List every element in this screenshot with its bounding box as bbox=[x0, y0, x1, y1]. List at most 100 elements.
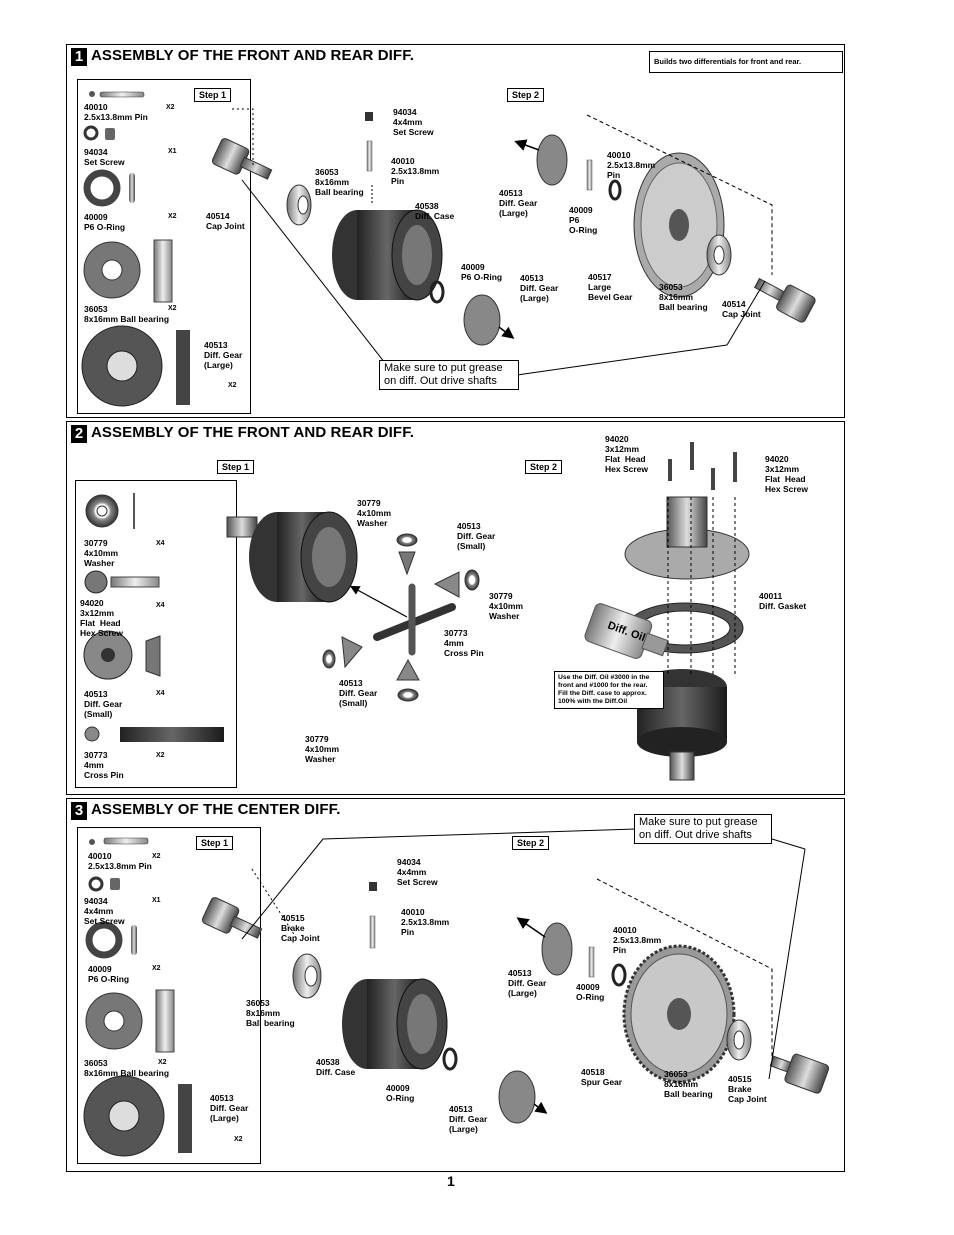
part-94034-name: 4x4mm Set Screw bbox=[84, 906, 125, 926]
callout-40514-b: 40514 Cap Joint bbox=[722, 299, 761, 319]
callout-40515-a: 40515 Brake Cap Joint bbox=[281, 913, 320, 943]
callout-30779-c: 30779 4x10mm Washer bbox=[305, 734, 340, 764]
part-40513-qty: X4 bbox=[156, 690, 165, 697]
part-40010-code: 40010 bbox=[84, 102, 108, 112]
part-40010-name: 2.5x13.8mm Pin bbox=[88, 861, 152, 871]
callout-40010-a: 40010 2.5x13.8mm Pin bbox=[391, 156, 440, 186]
part-40009-qty: X2 bbox=[152, 965, 161, 972]
part-40513-code: 40513 bbox=[204, 340, 228, 350]
section-2: 2 ASSEMBLY OF THE FRONT AND REAR DIFF. 3… bbox=[66, 421, 845, 795]
part-40009-name: P6 O-Ring bbox=[84, 222, 126, 232]
part-94034-qty: X1 bbox=[168, 148, 177, 155]
part-36053-name: 8x16mm Ball bearing bbox=[84, 314, 170, 324]
callout-40513-a: 40513 Diff. Gear (Large) bbox=[449, 1104, 488, 1134]
part-40010-code: 40010 bbox=[88, 851, 112, 861]
part-36053-code: 36053 bbox=[84, 304, 108, 314]
callout-40009-a: 40009 P6 O-Ring bbox=[461, 262, 503, 282]
part-30779-qty: X4 bbox=[156, 540, 165, 547]
callout-40513-a: 40513 Diff. Gear (Small) bbox=[457, 521, 496, 551]
part-36053-name: 8x16mm Ball bearing bbox=[84, 1068, 170, 1078]
callout-40517: 40517 Large Bevel Gear bbox=[588, 272, 633, 302]
callout-40514-a: 40514 Cap Joint bbox=[206, 211, 245, 231]
part-40513-qty: X2 bbox=[234, 1136, 243, 1143]
callout-94020-a: 94020 3x12mm Flat Head Hex Screw bbox=[605, 434, 648, 474]
part-94034-code: 94034 bbox=[84, 147, 108, 157]
callout-36053-b: 36053 8x16mm Ball bearing bbox=[659, 282, 708, 312]
callout-94034: 94034 4x4mm Set Screw bbox=[393, 107, 434, 137]
part-30773-name: 4mm Cross Pin bbox=[84, 760, 124, 780]
parts-list-box: 30779 4x10mm Washer X4 94020 3x12mm Flat… bbox=[75, 480, 237, 788]
step-2-label: Step 2 bbox=[525, 460, 563, 474]
part-40513-code: 40513 bbox=[84, 689, 108, 699]
parts-list-box: 40010 2.5x13.8mm Pin X2 94034 Set Screw … bbox=[77, 79, 251, 414]
part-36053-qty: X2 bbox=[168, 305, 177, 312]
callout-40009-b: 40009 O-Ring bbox=[576, 982, 605, 1002]
section-2-drawing: Diff. Oil bbox=[226, 442, 750, 781]
step-1-label: Step 1 bbox=[196, 836, 234, 850]
part-94020-name: 3x12mm Flat Head Hex Screw bbox=[80, 608, 123, 638]
section-3: 3 ASSEMBLY OF THE CENTER DIFF. 40010 2.5… bbox=[66, 798, 845, 1172]
part-40010-qty: X2 bbox=[152, 853, 161, 860]
part-40513-name: Diff. Gear (Large) bbox=[204, 350, 243, 370]
callout-40518: 40518 Spur Gear bbox=[581, 1067, 623, 1087]
part-40009-name: P6 O-Ring bbox=[88, 974, 130, 984]
callout-40010-a: 40010 2.5x13.8mm Pin bbox=[401, 907, 450, 937]
callout-40513-a: 40513 Diff. Gear (Large) bbox=[520, 273, 559, 303]
callout-40513-b: 40513 Diff. Gear (Large) bbox=[499, 188, 538, 218]
part-30779-name: 4x10mm Washer bbox=[84, 548, 119, 568]
part-94020-code: 94020 bbox=[80, 598, 104, 608]
part-30773-qty: X2 bbox=[156, 752, 165, 759]
section-title: ASSEMBLY OF THE CENTER DIFF. bbox=[91, 801, 341, 818]
builds-note: Builds two differentials for front and r… bbox=[649, 51, 843, 73]
callout-94020-b: 94020 3x12mm Flat Head Hex Screw bbox=[765, 454, 808, 494]
section-number: 3 bbox=[71, 802, 87, 820]
section-1-drawing bbox=[211, 108, 816, 376]
callout-36053-a: 36053 8x16mm Ball bearing bbox=[246, 998, 295, 1028]
parts-illustrations bbox=[83, 837, 192, 1157]
diff-case bbox=[332, 209, 443, 301]
callout-36053-b: 36053 8x16mm Ball bearing bbox=[664, 1069, 713, 1099]
section-title: ASSEMBLY OF THE FRONT AND REAR DIFF. bbox=[91, 424, 415, 441]
callout-30773: 30773 4mm Cross Pin bbox=[444, 628, 484, 658]
part-40009-code: 40009 bbox=[88, 964, 112, 974]
part-40010-name: 2.5x13.8mm Pin bbox=[84, 112, 148, 122]
part-40010-qty: X2 bbox=[166, 104, 175, 111]
cap-joint-left bbox=[211, 138, 273, 180]
page-number: 1 bbox=[447, 1173, 455, 1189]
callout-30779-a: 30779 4x10mm Washer bbox=[357, 498, 392, 528]
parts-illustrations bbox=[83, 493, 224, 742]
parts-list-box: 40010 2.5x13.8mm Pin X2 94034 4x4mm Set … bbox=[77, 827, 261, 1164]
callout-40011: 40011 Diff. Gasket bbox=[759, 591, 807, 611]
callout-36053-a: 36053 8x16mm Ball bearing bbox=[315, 167, 364, 197]
callout-40538: 40538 Diff. Case bbox=[316, 1057, 356, 1077]
part-40009-code: 40009 bbox=[84, 212, 108, 222]
part-94034-code: 94034 bbox=[84, 896, 108, 906]
part-40513-name: Diff. Gear (Small) bbox=[84, 699, 123, 719]
callout-94034: 94034 4x4mm Set Screw bbox=[397, 857, 438, 887]
oil-note: Use the Diff. Oil #3000 in the front and… bbox=[554, 671, 664, 709]
callout-40515-b: 40515 Brake Cap Joint bbox=[728, 1074, 767, 1104]
parts-illustrations bbox=[81, 91, 190, 407]
part-94020-qty: X4 bbox=[156, 602, 165, 609]
callout-40010-b: 40010 2.5x13.8mm Pin bbox=[613, 925, 662, 955]
part-40513-name: Diff. Gear (Large) bbox=[210, 1103, 249, 1123]
step-2-label: Step 2 bbox=[512, 836, 550, 850]
part-94034-qty: X1 bbox=[152, 897, 161, 904]
callout-40513-b: 40513 Diff. Gear (Large) bbox=[508, 968, 547, 998]
callout-40010-b: 40010 2.5x13.8mm Pin bbox=[607, 150, 656, 180]
part-36053-qty: X2 bbox=[158, 1059, 167, 1066]
callout-40513-b: 40513 Diff. Gear (Small) bbox=[339, 678, 378, 708]
part-40513-qty: X2 bbox=[228, 382, 237, 389]
section-number: 1 bbox=[71, 48, 87, 66]
part-40009-qty: X2 bbox=[168, 213, 177, 220]
part-30779-code: 30779 bbox=[84, 538, 108, 548]
step-1-label: Step 1 bbox=[194, 88, 232, 102]
step-2-label: Step 2 bbox=[507, 88, 545, 102]
part-40513-code: 40513 bbox=[210, 1093, 234, 1103]
part-36053-code: 36053 bbox=[84, 1058, 108, 1068]
callout-40009-b: 40009 P6 O-Ring bbox=[569, 205, 598, 235]
callout-30779-b: 30779 4x10mm Washer bbox=[489, 591, 524, 621]
section-1: 1 ASSEMBLY OF THE FRONT AND REAR DIFF. B… bbox=[66, 44, 845, 418]
section-number: 2 bbox=[71, 425, 87, 443]
callout-40009-a: 40009 O-Ring bbox=[386, 1083, 415, 1103]
